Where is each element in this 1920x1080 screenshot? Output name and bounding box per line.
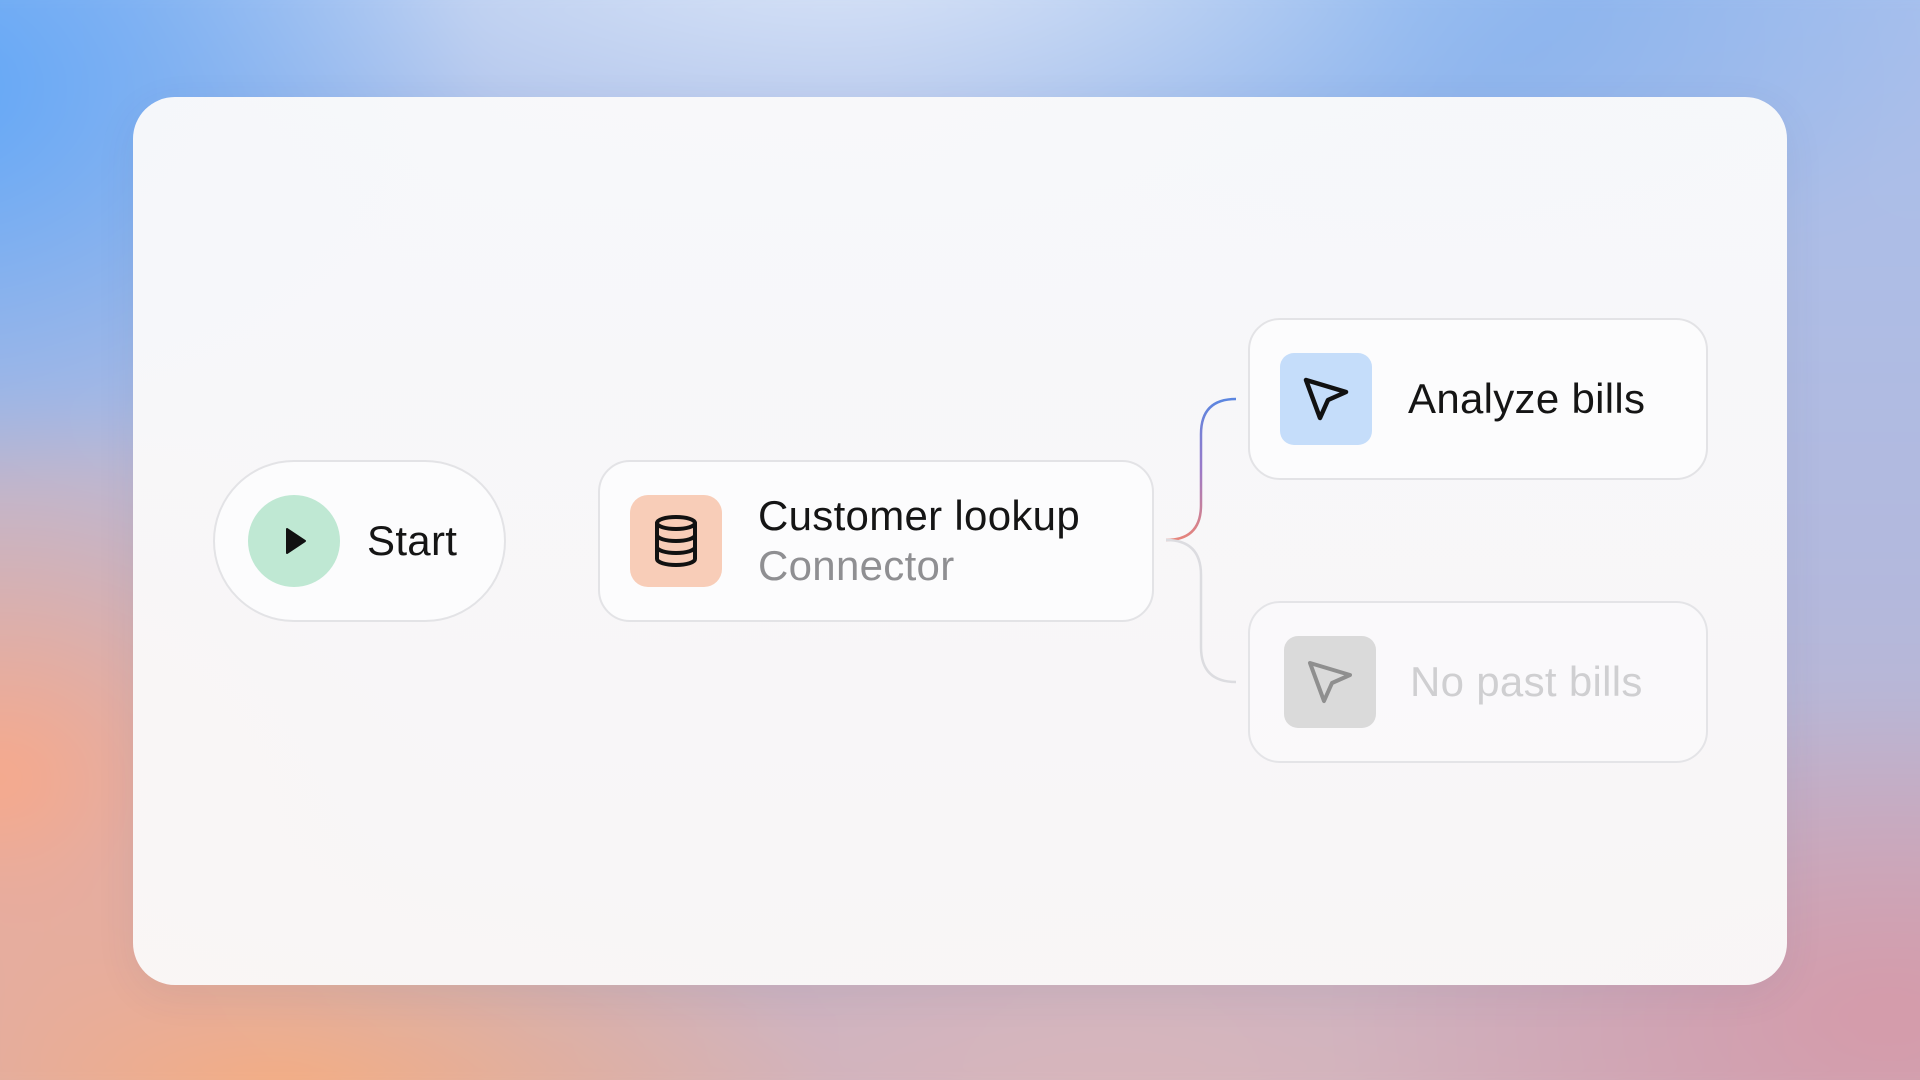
cursor-arrow-icon [1280,353,1372,445]
play-icon [248,495,340,587]
cursor-arrow-icon [1284,636,1376,728]
start-node-label: Start [367,517,458,564]
no-past-bills-label: No past bills [1410,658,1643,705]
no-past-bills-node[interactable]: No past bills [1248,601,1708,763]
analyze-bills-node[interactable]: Analyze bills [1248,318,1708,480]
customer-lookup-text: Customer lookup Connector [758,492,1080,590]
database-icon [630,495,722,587]
start-node[interactable]: Start [213,460,506,622]
customer-lookup-node[interactable]: Customer lookup Connector [598,460,1154,622]
customer-lookup-type: Connector [758,542,955,589]
customer-lookup-label: Customer lookup [758,492,1080,539]
analyze-bills-label: Analyze bills [1408,375,1646,422]
